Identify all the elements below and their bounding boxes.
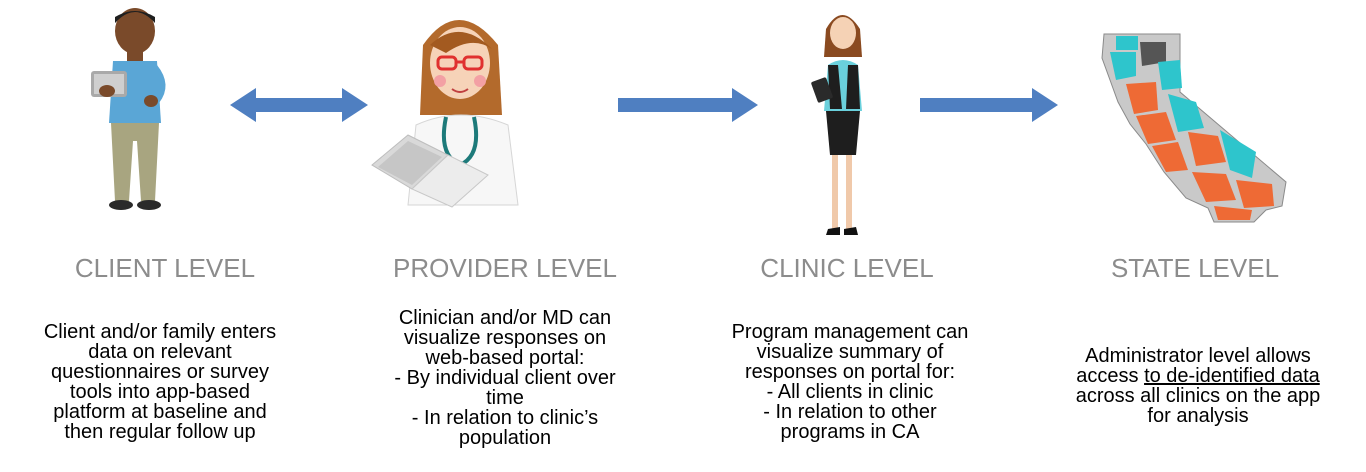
description-line: time xyxy=(486,387,524,409)
clinic-level-title: CLINIC LEVEL xyxy=(760,253,934,283)
description-line: for analysis xyxy=(1147,405,1249,427)
california-map-icon xyxy=(1101,33,1287,223)
description-line: then regular follow up xyxy=(64,421,256,443)
description-line: tools into app-based xyxy=(69,381,251,403)
description-line: Clinician and/or MD can xyxy=(398,307,612,329)
right-arrow-icon xyxy=(920,88,1058,122)
doctor-with-laptop-icon xyxy=(371,20,519,208)
description-line: - In relation to clinic’s xyxy=(411,407,599,429)
client-level-title: CLIENT LEVEL xyxy=(74,253,256,283)
de-identified-data-text: to de-identified data xyxy=(1144,365,1320,387)
description-line: platform at baseline and xyxy=(53,401,267,423)
description-line: - In relation to other xyxy=(763,401,937,423)
description-line: web-based portal: xyxy=(425,347,585,369)
provider-level-title: PROVIDER LEVEL xyxy=(393,253,617,283)
description-line: responses on portal for: xyxy=(744,361,956,383)
description-line: data on relevant xyxy=(88,341,232,363)
businesswoman-with-tablet-icon xyxy=(811,15,862,235)
description-line: Client and/or family enters xyxy=(43,321,277,343)
description-line: visualize responses on xyxy=(403,327,607,349)
state-level-description: Administrator level allows access to de-… xyxy=(1034,346,1362,426)
bidirectional-arrow-icon xyxy=(230,88,368,122)
state-level-title: STATE LEVEL xyxy=(1110,253,1280,283)
description-line: across all clinics on the app xyxy=(1075,385,1321,407)
description-line: visualize summary of xyxy=(756,341,944,363)
client-level-description: Client and/or family enters data on rele… xyxy=(0,322,320,442)
description-line: - By individual client over xyxy=(394,367,616,389)
description-text: access xyxy=(1076,365,1139,387)
description-line: Administrator level allows xyxy=(1085,345,1311,367)
description-line: questionnaires or survey xyxy=(51,361,269,383)
description-line: - All clients in clinic xyxy=(766,381,934,403)
man-with-tablet-icon xyxy=(91,8,166,210)
description-line: programs in CA xyxy=(780,421,920,443)
provider-level-description: Clinician and/or MD can visualize respon… xyxy=(345,308,665,448)
description-line: access to de-identified data xyxy=(1034,366,1362,386)
right-arrow-icon xyxy=(618,88,758,122)
description-line: population xyxy=(458,427,552,449)
clinic-level-description: Program management can visualize summary… xyxy=(690,322,1010,442)
description-line: Program management can xyxy=(731,321,969,343)
